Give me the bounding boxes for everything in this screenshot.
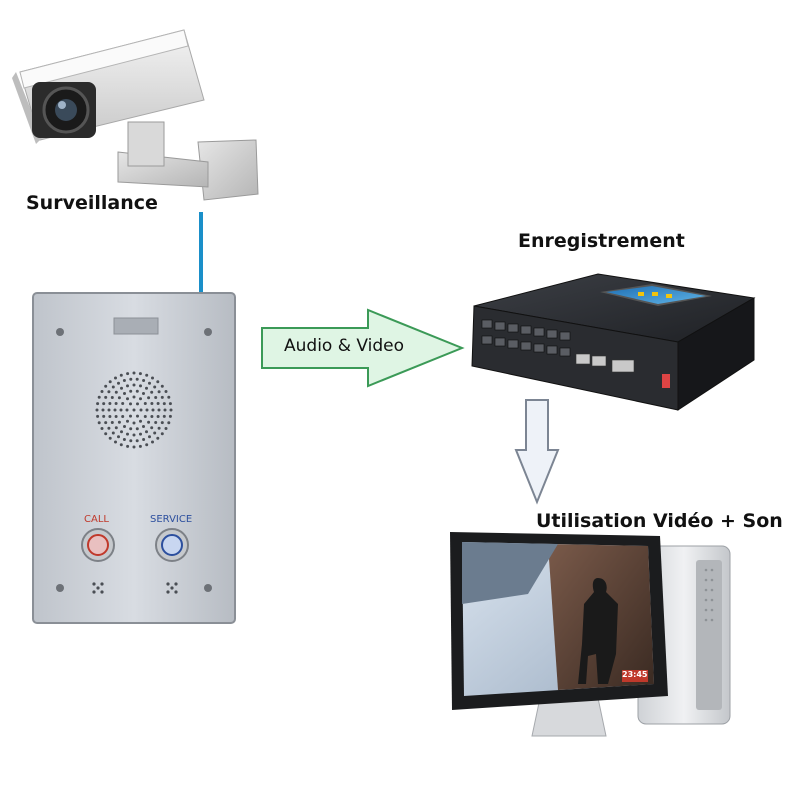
- connector-line: [199, 212, 203, 292]
- video-timestamp-overlay: 23:45: [622, 670, 648, 679]
- surveillance-camera-icon: [12, 29, 259, 201]
- usage-label: Utilisation Vidéo + Son: [536, 510, 783, 532]
- call-button-label: CALL: [84, 514, 109, 525]
- surveillance-label: Surveillance: [26, 192, 158, 214]
- service-button-label: SERVICE: [150, 514, 193, 525]
- recording-label: Enregistrement: [518, 230, 685, 252]
- intercom-panel: [32, 292, 236, 624]
- audio-video-arrow-label: Audio & Video: [284, 336, 405, 356]
- audio-video-arrow: [261, 308, 465, 388]
- down-arrow: [514, 399, 560, 505]
- recorder-box: [471, 273, 756, 411]
- monitor: [450, 532, 668, 737]
